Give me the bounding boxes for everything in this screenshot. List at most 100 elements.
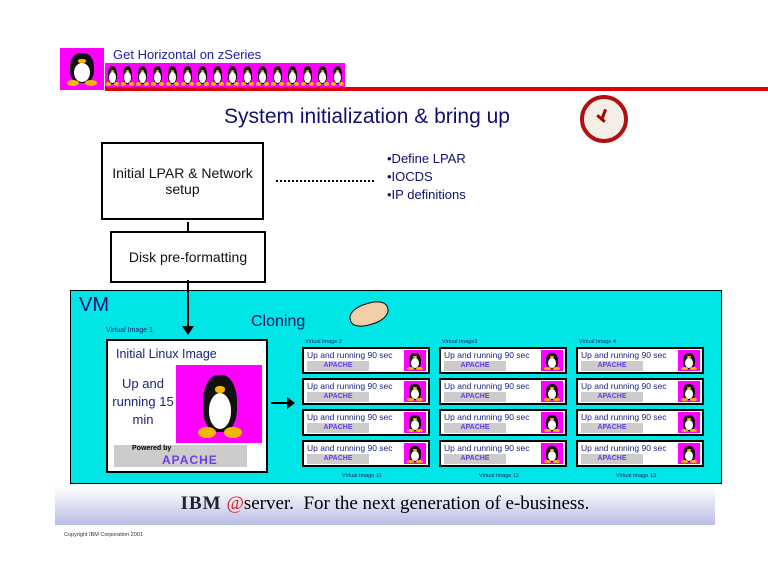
- logo-penguin: [60, 48, 104, 90]
- bullet-list: •Define LPAR •IOCDS •IP definitions: [387, 150, 466, 204]
- virtual-image-label: Virtual Image 12: [479, 473, 519, 479]
- clone-status: Up and running 90 sec: [444, 412, 530, 422]
- penguin-icon: [330, 64, 345, 87]
- apache-badge: APACHE: [307, 423, 369, 433]
- clone-status: Up and running 90 sec: [444, 443, 530, 453]
- down-arrow-head: [182, 326, 194, 335]
- penguin-image: [678, 443, 700, 464]
- bullet-item: •IOCDS: [387, 169, 433, 184]
- bullet-item: •IP definitions: [387, 187, 466, 202]
- apache-badge: APACHE: [444, 454, 506, 464]
- ibm-logo: IBM: [180, 493, 222, 514]
- penguin-image: [541, 381, 563, 402]
- header-title: Get Horizontal on zSeries: [113, 47, 262, 62]
- penguin-icon: [406, 444, 424, 464]
- penguin-icon: [195, 64, 210, 87]
- penguin-image: [404, 381, 426, 402]
- penguin-image: [541, 443, 563, 464]
- clone-status: Up and running 90 sec: [581, 443, 667, 453]
- disk-preformat-box: Disk pre-formatting: [110, 231, 266, 283]
- penguin-image: [404, 443, 426, 464]
- apache-badge: APACHE: [581, 392, 643, 402]
- arrow-head: [287, 397, 295, 409]
- apache-badge: APACHE: [307, 361, 369, 371]
- clone-status: Up and running 90 sec: [581, 412, 667, 422]
- virtual-image-label: Virtual Image 13: [616, 473, 656, 479]
- penguin-icon: [543, 444, 561, 464]
- arrow-to-clones: [271, 402, 289, 404]
- clock-icon: [580, 95, 628, 143]
- tagline: For the next generation of e-business.: [303, 493, 590, 514]
- penguin-strip: [105, 63, 345, 88]
- penguin-icon: [285, 64, 300, 87]
- penguin-image: [678, 350, 700, 371]
- penguin-image: [404, 412, 426, 433]
- penguin-icon: [270, 64, 285, 87]
- clone-status: Up and running 90 sec: [581, 381, 667, 391]
- clone-status: Up and running 90 sec: [444, 381, 530, 391]
- penguin-icon: [680, 413, 698, 433]
- penguin-image: [678, 412, 700, 433]
- dotted-connector: [276, 180, 374, 182]
- clone-status: Up and running 90 sec: [307, 350, 393, 360]
- penguin-icon: [150, 64, 165, 87]
- copyright: Copyright IBM Corporation 2001: [64, 532, 143, 538]
- powered-by-text: Powered by: [132, 445, 172, 452]
- penguin-icon: [300, 64, 315, 87]
- apache-badge: Powered by APACHE: [114, 445, 247, 467]
- penguin-icon: [680, 382, 698, 402]
- apache-badge: APACHE: [581, 423, 643, 433]
- virtual-image-label: Virtual Image 2: [305, 339, 342, 345]
- penguin-image: [176, 365, 262, 443]
- clone-status: Up and running 90 sec: [307, 443, 393, 453]
- penguin-icon: [680, 351, 698, 371]
- apache-badge: APACHE: [444, 392, 506, 402]
- apache-badge: APACHE: [444, 423, 506, 433]
- apache-text: APACHE: [162, 453, 218, 467]
- clone-status: Up and running 90 sec: [307, 412, 393, 422]
- virtual-image-label: Virtual Image 11: [342, 473, 382, 479]
- penguin-image: [541, 350, 563, 371]
- apache-badge: APACHE: [581, 361, 643, 371]
- penguin-icon: [406, 413, 424, 433]
- clone-status: Up and running 90 sec: [444, 350, 530, 360]
- connector-line: [187, 222, 189, 232]
- lpar-network-box: Initial LPAR & Network setup: [101, 142, 264, 220]
- vm-panel: VM Cloning Virtual Image 1 Initial Linux…: [70, 290, 722, 484]
- header-rule: [105, 87, 768, 91]
- apache-badge: APACHE: [307, 392, 369, 402]
- footer-band: IBM @server. For the next generation of …: [55, 487, 715, 525]
- penguin-icon: [64, 50, 100, 88]
- clone-status: Up and running 90 sec: [581, 350, 667, 360]
- penguin-icon: [406, 382, 424, 402]
- penguin-icon: [543, 413, 561, 433]
- down-arrow: [187, 280, 189, 328]
- apache-badge: APACHE: [444, 361, 506, 371]
- initial-linux-image: Initial Linux Image Up and running 15 mi…: [106, 339, 268, 473]
- bullet-item: •Define LPAR: [387, 151, 466, 166]
- penguin-icon: [165, 64, 180, 87]
- apache-badge: APACHE: [581, 454, 643, 464]
- penguin-image: [678, 381, 700, 402]
- penguin-icon: [180, 64, 195, 87]
- eserver-text: server.: [243, 493, 294, 514]
- penguin-icon: [225, 64, 240, 87]
- vm-label: VM: [79, 294, 109, 316]
- virtual-image-label: Virtual Image3: [442, 339, 478, 345]
- penguin-icon: [194, 369, 246, 441]
- initial-status: Up and running 15 min: [112, 376, 174, 427]
- penguin-icon: [406, 351, 424, 371]
- penguin-icon: [120, 64, 135, 87]
